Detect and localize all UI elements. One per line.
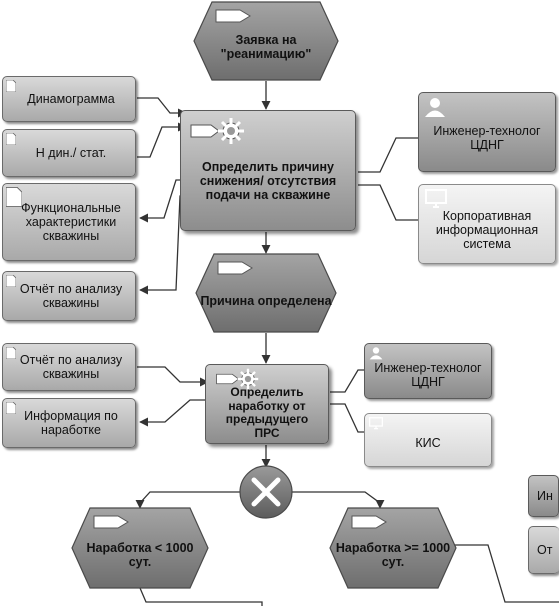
event-lt1000 [71, 507, 209, 589]
flow-xor-to-lt1000 [135, 491, 240, 509]
system-kis: КИС [364, 413, 492, 467]
system-corporate-info: Корпоративная информационная система [418, 184, 556, 264]
document-h-dyn-stat: Н дин./ стат. [2, 129, 136, 177]
arrow-event-icon [351, 515, 387, 529]
event-ge1000 [329, 507, 457, 589]
document-cut-2: От [528, 526, 559, 574]
monitor-icon [369, 417, 383, 430]
flow-ge1000-out [445, 544, 559, 603]
event-cause-found [195, 253, 337, 333]
person-icon [425, 98, 445, 117]
link-engineer-1 [358, 137, 418, 173]
document-icon [6, 275, 16, 287]
role-cut-1-label: Ин [537, 489, 553, 503]
arrow-event-icon [217, 261, 253, 275]
role-engineer-1-label: Инженер-технолог ЦДНГ [433, 124, 541, 152]
document-icon [6, 347, 16, 359]
document-func-characteristics: Функциональные характеристики скважины [2, 183, 136, 261]
document-report-1-label: Отчёт по анализу скважины [19, 282, 123, 310]
document-report-2-label: Отчёт по анализу скважины [19, 353, 123, 381]
person-icon [369, 347, 383, 360]
function-determine-runtime: Определить наработку от предыдущего ПРС [205, 364, 329, 444]
monitor-icon [425, 189, 447, 208]
event-lt1000-label: Наработка < 1000 сут. [86, 541, 194, 569]
arrow-event-icon [215, 9, 251, 23]
flow-xor-to-ge1000 [292, 491, 385, 509]
xor-cross-icon [251, 477, 281, 507]
document-report-2: Отчёт по анализу скважины [2, 343, 136, 391]
document-h-dyn-stat-label: Н дин./ стат. [35, 146, 107, 160]
document-dynamogram: Динамограмма [2, 76, 136, 122]
gear-arrow-icon [190, 118, 244, 144]
system-kis-label: КИС [415, 436, 441, 450]
document-cut-2-label: От [537, 543, 553, 557]
event-ge1000-label: Наработка >= 1000 сут. [335, 541, 451, 569]
event-request-label: Заявка на "реанимацию" [220, 33, 312, 61]
system-corporate-info-label: Корпоративная информационная система [435, 209, 539, 251]
link-h-dyn [137, 122, 187, 158]
document-runtime-info-label: Информация по наработке [24, 409, 118, 437]
role-engineer-1: Инженер-технолог ЦДНГ [418, 92, 556, 172]
document-dynamogram-label: Динамограмма [27, 92, 115, 106]
document-func-characteristics-label: Функциональные характеристики скважины [21, 201, 121, 243]
link-report-2 [137, 366, 209, 387]
link-runtime-info [139, 399, 210, 427]
event-cause-found-label: Причина определена [200, 294, 332, 308]
document-report-1: Отчёт по анализу скважины [2, 271, 136, 321]
role-engineer-2-label: Инженер-технолог ЦДНГ [374, 361, 482, 389]
xor-gateway [239, 465, 293, 519]
arrow-event-icon [93, 515, 129, 529]
function-determine-runtime-label: Определить наработку от предыдущего ПРС [225, 385, 309, 440]
link-dynamogram [137, 97, 187, 118]
document-runtime-info: Информация по наработке [2, 398, 136, 448]
event-request [193, 1, 339, 81]
link-corp-system [358, 184, 418, 221]
flow-lt1000-out [139, 587, 263, 606]
document-icon [6, 80, 16, 92]
role-cut-1: Ин [528, 475, 559, 517]
link-kis [330, 403, 365, 433]
function-determine-cause: Определить причину снижения/ отсутствия … [180, 110, 356, 231]
document-icon [6, 133, 16, 145]
gear-arrow-icon [216, 368, 259, 390]
function-determine-cause-label: Определить причину снижения/ отсутствия … [199, 159, 337, 202]
document-icon [6, 187, 22, 207]
role-engineer-2: Инженер-технолог ЦДНГ [364, 343, 492, 399]
document-icon [6, 402, 16, 414]
link-engineer-2 [330, 369, 365, 393]
